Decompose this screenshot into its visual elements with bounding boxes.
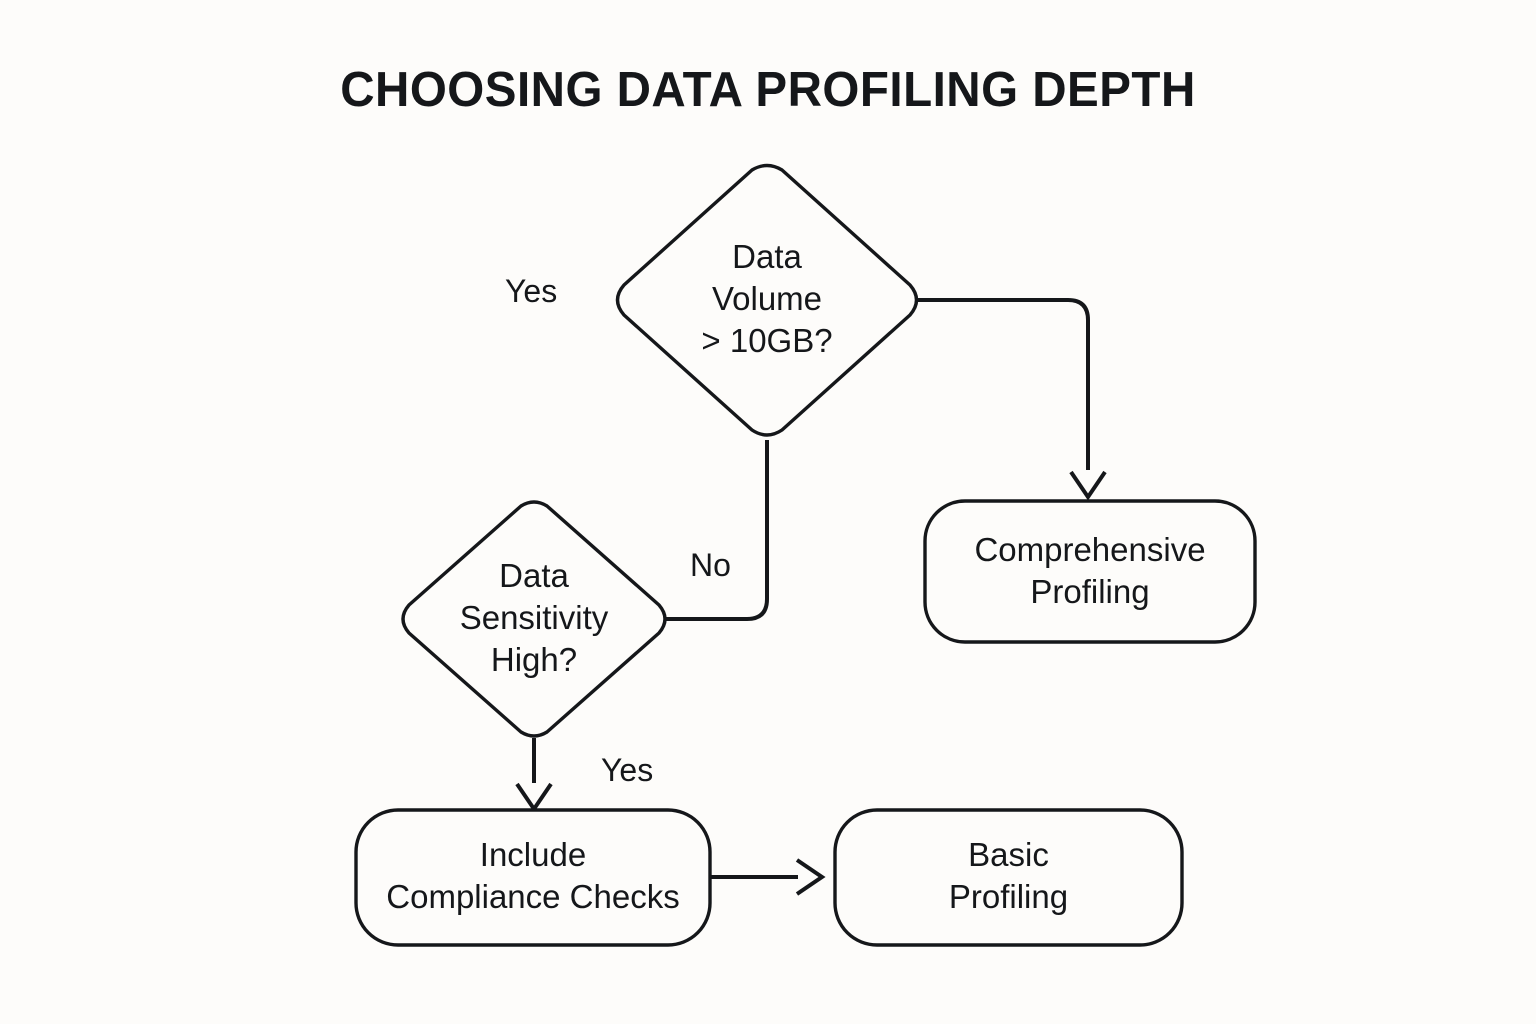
edge-volume-yes-path	[917, 298, 1090, 470]
edge-sensitivity-yes-arrowhead	[515, 782, 553, 813]
edge-label-volume-no: No	[690, 547, 731, 583]
node-comprehensive-profiling[interactable]	[923, 499, 1257, 644]
edge-volume-no-path	[665, 440, 769, 621]
node-data-sensitivity-decision[interactable]	[401, 500, 667, 738]
edge-label-volume-yes: Yes	[505, 273, 558, 309]
node-data-volume-decision[interactable]	[615, 163, 919, 437]
edge-compliance-to-basic-arrowhead	[795, 858, 826, 896]
node-include-compliance-checks[interactable]	[354, 808, 712, 947]
edge-volume-yes-arrowhead	[1069, 470, 1107, 501]
page-title: CHOOSING DATA PROFILING DEPTH	[340, 63, 1196, 117]
edge-label-sensitivity-yes: Yes	[601, 752, 654, 788]
node-basic-profiling[interactable]	[833, 808, 1184, 947]
